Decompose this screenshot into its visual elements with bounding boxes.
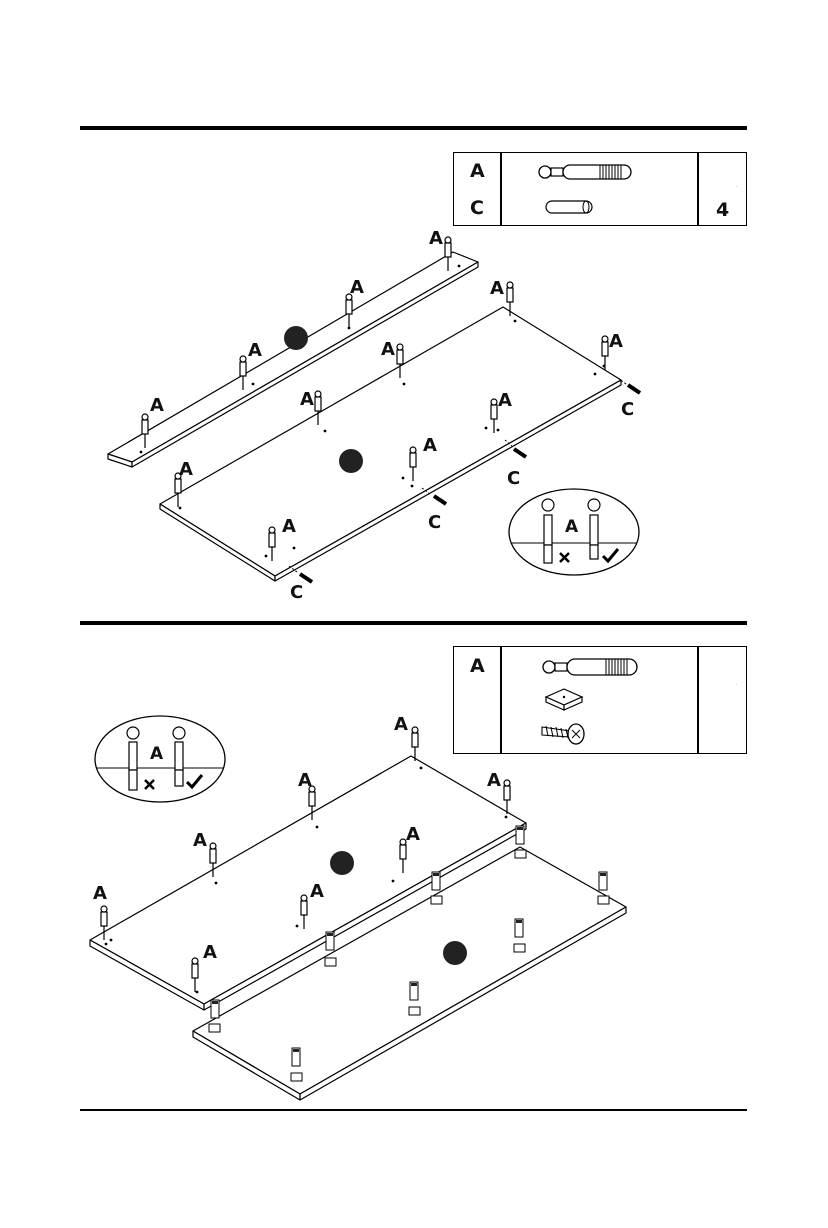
bolt-callout: A <box>406 824 420 845</box>
bolt-callout: A <box>298 770 312 791</box>
bolt-callout: A <box>394 714 408 735</box>
screw-icon <box>409 982 420 1015</box>
screw-icon <box>514 919 525 952</box>
bolt-callout: A <box>310 881 324 902</box>
screw-icon <box>325 932 336 966</box>
panel-number-marker <box>443 941 467 965</box>
panel-number-marker <box>330 851 354 875</box>
cam-bolt-icon <box>412 727 418 761</box>
step2-install-detail-inset: A <box>95 716 225 802</box>
bolt-callout: A <box>93 883 107 904</box>
screw-icon <box>291 1048 302 1081</box>
screw-icon <box>431 872 442 904</box>
screw-icon <box>598 872 609 904</box>
bolt-callout: A <box>193 830 207 851</box>
inset-label: A <box>150 744 164 764</box>
bolt-callout: A <box>487 770 501 791</box>
screw-icon <box>209 1000 220 1032</box>
cam-bolt-icon <box>504 780 510 814</box>
bolt-callout: A <box>203 942 217 963</box>
screw-icon <box>515 826 526 858</box>
